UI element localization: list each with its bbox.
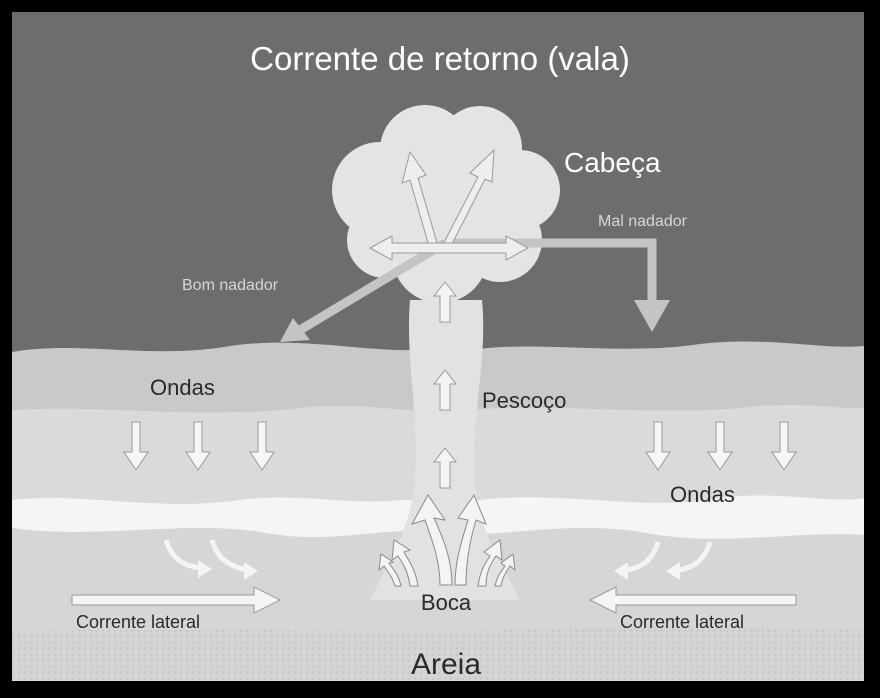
- sand: [12, 626, 864, 681]
- curved-arrowheads-right: [614, 562, 680, 580]
- head-arrows: [368, 148, 530, 261]
- mouth-arrows: [378, 493, 516, 587]
- waves-right-label: Ondas: [670, 482, 735, 507]
- diagram-title: Corrente de retorno (vala): [250, 40, 630, 77]
- neck-label: Pescoço: [482, 388, 566, 413]
- bad-swimmer-label: Mal nadador: [598, 213, 688, 230]
- good-swimmer-arrow: [280, 239, 448, 342]
- neck-arrows: [432, 281, 458, 489]
- curved-arrows-left: [163, 539, 247, 573]
- good-swimmer-label: Bom nadador: [182, 277, 279, 294]
- lateral-right-label: Corrente lateral: [620, 612, 744, 632]
- lateral-arrow-right: [588, 586, 797, 614]
- curved-arrows-right: [625, 541, 713, 573]
- wave-arrows-right: [645, 421, 797, 471]
- wave-arrows-left: [123, 421, 275, 471]
- mouth-label: Boca: [421, 590, 472, 615]
- lateral-left-label: Corrente lateral: [76, 612, 200, 632]
- lateral-arrow-left: [71, 586, 282, 614]
- sand-label: Areia: [411, 648, 481, 681]
- head-label: Cabeça: [564, 147, 661, 178]
- waves-left-label: Ondas: [150, 375, 215, 400]
- curved-arrowheads-left: [198, 560, 258, 580]
